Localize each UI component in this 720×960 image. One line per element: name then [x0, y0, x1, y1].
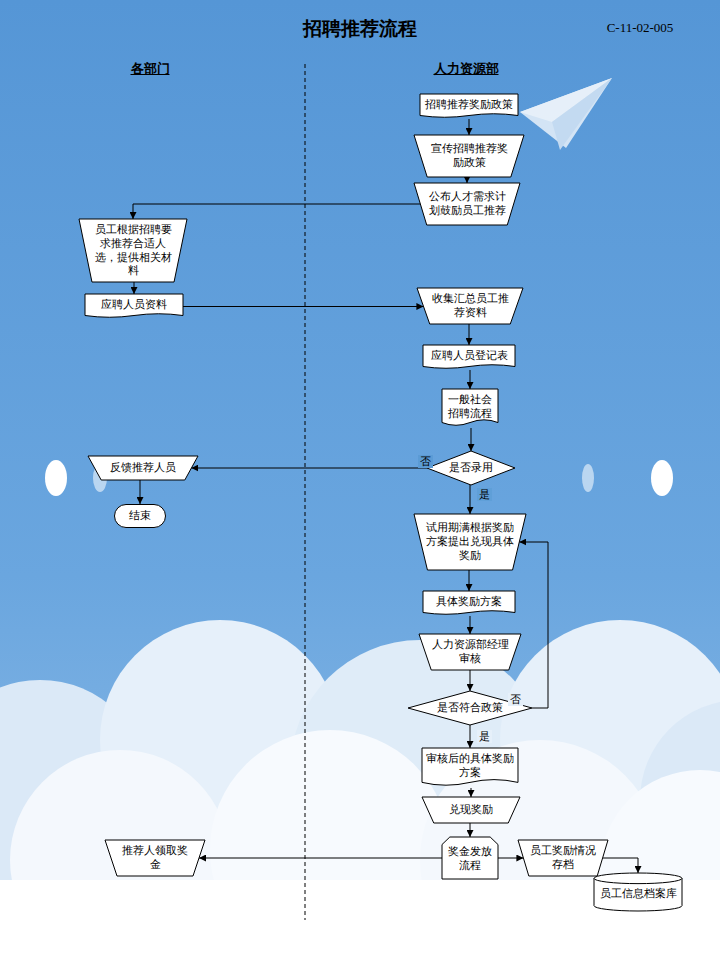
edge-label: 是 [477, 730, 492, 743]
document-box: 具体奖励方案 [423, 591, 515, 616]
flow-arrow [191, 468, 427, 469]
node-text: 具体奖励方案 [427, 595, 511, 609]
edge-label: 否 [418, 455, 433, 468]
node-text: 推荐人领取奖金 [117, 844, 193, 872]
lane-divider [305, 64, 306, 920]
flow-arrow [603, 858, 638, 873]
node-text: 宣传招聘推荐奖励政策 [426, 142, 512, 170]
node-text: 试用期满根据奖励方案提出兑现具体奖励 [426, 521, 514, 562]
database-cylinder: 员工信息档案库 [594, 873, 682, 911]
lane-header: 人力资源部 [434, 60, 499, 78]
document-box: 应聘人员资料 [85, 294, 183, 319]
document-code: C-11-02-005 [607, 20, 674, 36]
flow-arrow [471, 428, 472, 451]
edge-label: 否 [508, 693, 523, 706]
node-text: 一般社会招聘流程 [446, 393, 494, 421]
manual-operation-box: 公布人才需求计划鼓励员工推荐 [414, 183, 520, 225]
node-text: 员工奖励情况存档 [529, 844, 597, 872]
flow-arrow [183, 306, 423, 307]
flow-arrow [467, 177, 468, 183]
node-text: 应聘人员登记表 [427, 349, 511, 363]
manual-operation-box: 反馈推荐人员 [88, 456, 198, 480]
node-text: 是否符合政策 [430, 701, 510, 715]
manual-operation-box: 员工奖励情况存档 [518, 840, 608, 876]
node-text: 员工根据招聘要求推荐合适人选，提供相关材料 [91, 223, 175, 278]
document-box: 审核后的具体奖励方案 [422, 748, 518, 788]
lane-header: 各部门 [131, 60, 170, 78]
flow-arrow [469, 324, 470, 345]
flow-arrow [140, 480, 141, 504]
manual-operation-box: 推荐人领取奖金 [105, 840, 205, 876]
node-text: 反馈推荐人员 [100, 461, 186, 475]
node-text: 审核后的具体奖励方案 [426, 752, 514, 780]
manual-operation-box: 收集汇总员工推荐资料 [417, 288, 523, 324]
flow-arrow [470, 616, 471, 634]
manual-operation-box: 试用期满根据奖励方案提出兑现具体奖励 [414, 514, 526, 570]
node-text: 是否录用 [443, 461, 499, 475]
node-text: 人力资源部经理审核 [431, 638, 509, 666]
flow-arrow [471, 788, 472, 797]
loop-limit-box: 奖金发放流程 [442, 837, 498, 879]
shape-outline [442, 837, 498, 879]
node-text: 奖金发放流程 [446, 845, 494, 873]
manual-operation-box: 兑现奖励 [422, 797, 520, 823]
document-box: 招聘推荐奖励政策 [420, 94, 518, 119]
terminator: 结束 [114, 504, 166, 528]
edge-label: 是 [477, 488, 492, 501]
document-box: 一般社会招聘流程 [442, 389, 498, 428]
node-text: 兑现奖励 [434, 803, 508, 817]
decision-diamond: 是否录用 [427, 451, 515, 485]
node-text: 收集汇总员工推荐资料 [429, 292, 511, 320]
flow-arrow [470, 725, 471, 748]
flow-arrow [133, 204, 420, 219]
flow-arrow [470, 823, 471, 837]
manual-operation-box: 宣传招聘推荐奖励政策 [414, 135, 524, 177]
flow-arrow [199, 858, 442, 859]
diagram-title: 招聘推荐流程 [303, 16, 417, 42]
node-text: 员工信息档案库 [598, 887, 678, 901]
clouds [0, 620, 720, 960]
flow-arrow [469, 119, 470, 135]
flow-arrow [134, 282, 135, 294]
manual-operation-box: 员工根据招聘要求推荐合适人选，提供相关材料 [79, 219, 187, 282]
node-text: 公布人才需求计划鼓励员工推荐 [426, 190, 508, 218]
node-text: 结束 [119, 509, 161, 523]
flow-arrow [470, 370, 471, 389]
document-box: 应聘人员登记表 [423, 345, 515, 370]
flow-arrow [498, 858, 523, 859]
flow-arrow [470, 670, 471, 691]
node-text: 应聘人员资料 [89, 298, 179, 312]
flow-arrow [519, 542, 548, 708]
node-text: 招聘推荐奖励政策 [424, 98, 514, 112]
flow-arrow [470, 485, 471, 514]
paper-plane [520, 78, 612, 150]
manual-operation-box: 人力资源部经理审核 [419, 634, 521, 670]
flow-arrow [469, 570, 470, 591]
